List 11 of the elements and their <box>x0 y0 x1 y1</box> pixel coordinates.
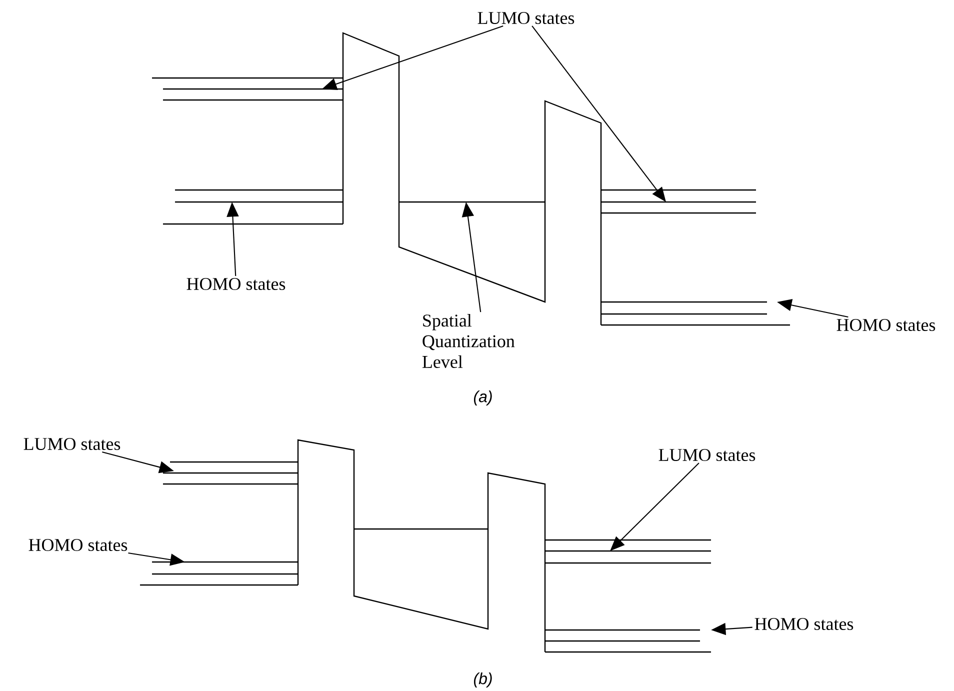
state-label: LUMO states <box>478 12 574 24</box>
panel-label: (a) <box>474 390 492 406</box>
state-label: HOMO states <box>186 278 286 290</box>
state-label: HOMO states <box>28 538 128 552</box>
state-label: Spatial Quantization Level <box>422 314 515 368</box>
leader-line <box>610 462 700 551</box>
state-label: LUMO states <box>658 448 756 462</box>
state-label: HOMO states <box>754 618 854 630</box>
panel-label: (b) <box>474 672 492 688</box>
state-label: HOMO states <box>836 318 936 332</box>
state-label: LUMO states <box>24 438 120 450</box>
